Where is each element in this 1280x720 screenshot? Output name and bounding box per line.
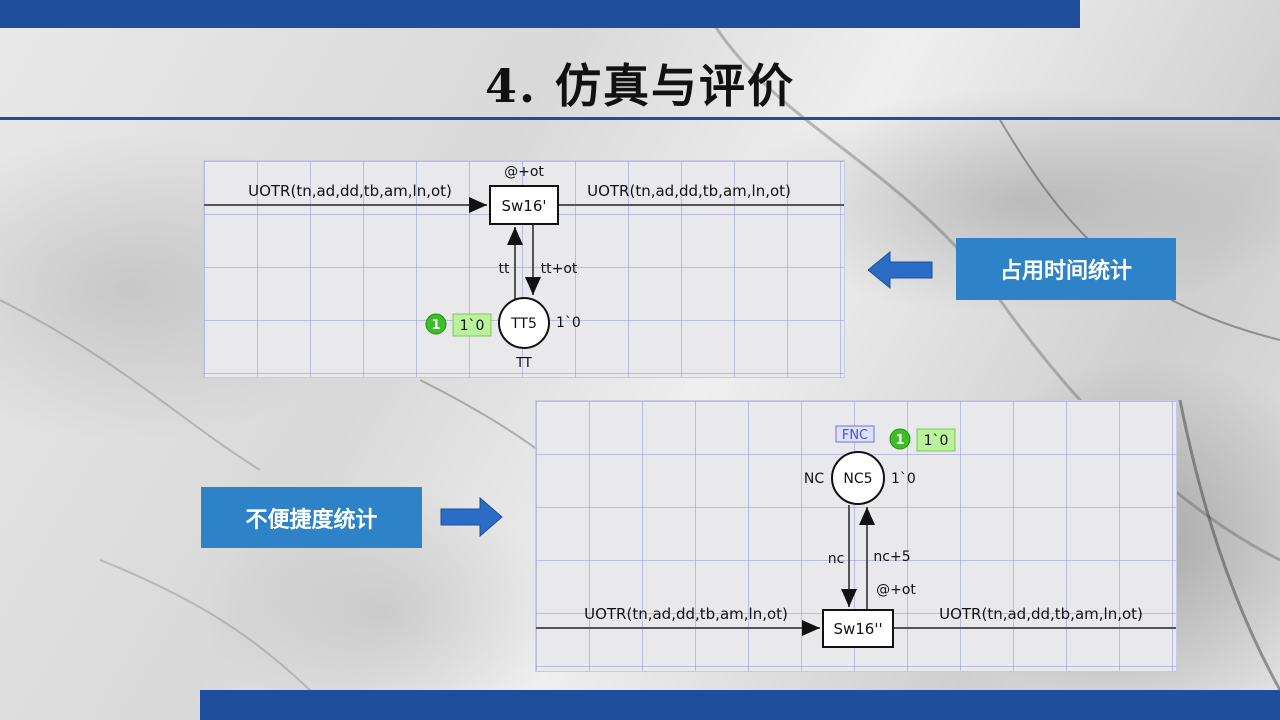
time-annotation: @+ot xyxy=(876,582,916,598)
token-value-box xyxy=(452,313,492,337)
place-type: TT xyxy=(515,356,532,371)
token-count: 1 xyxy=(431,318,440,333)
token-count-badge xyxy=(425,313,447,335)
transition-box[interactable] xyxy=(489,185,559,225)
arc-in-label: UOTR(tn,ad,dd,tb,am,ln,ot) xyxy=(248,182,452,200)
arc-out-label: UOTR(tn,ad,dd,tb,am,ln,ot) xyxy=(587,182,791,200)
place-circle[interactable] xyxy=(498,297,550,349)
arrow-left-icon xyxy=(868,250,933,290)
initial-marking: 1`0 xyxy=(556,315,581,331)
arc-in-label: UOTR(tn,ad,dd,tb,am,ln,ot) xyxy=(584,605,788,623)
petri-net-panel-inconvenience: FNC 1 1`0 NC5 NC 1`0 nc nc+5 @+ot Sw16''… xyxy=(535,400,1177,672)
title-divider xyxy=(0,117,1280,120)
occupancy-stat-label: 占用时间统计 xyxy=(956,238,1176,300)
fusion-tag-box xyxy=(835,425,875,443)
arc-out-label: UOTR(tn,ad,dd,tb,am,ln,ot) xyxy=(939,605,1143,623)
petri-net-panel-occupancy: Sw16' @+ot UOTR(tn,ad,dd,tb,am,ln,ot) UO… xyxy=(203,160,845,378)
transition-label: Sw16' xyxy=(502,197,547,215)
arc-up-label: nc+5 xyxy=(873,549,910,565)
place-circle[interactable] xyxy=(831,451,885,505)
top-accent-bar xyxy=(0,0,1080,28)
place-type: NC xyxy=(804,471,824,487)
arc-up-label: tt xyxy=(499,261,510,277)
token-count-badge xyxy=(889,428,911,450)
initial-marking: 1`0 xyxy=(891,471,916,487)
place-label: TT5 xyxy=(510,316,537,332)
arc-down-label: tt+ot xyxy=(541,261,578,277)
token-value: 1`0 xyxy=(924,433,949,449)
transition-box[interactable] xyxy=(822,609,894,648)
fusion-tag: FNC xyxy=(842,428,868,443)
arrow-right-icon xyxy=(440,496,503,538)
transition-label: Sw16'' xyxy=(833,620,882,638)
arc-down-label: nc xyxy=(828,551,845,567)
token-count: 1 xyxy=(895,433,904,448)
token-value: 1`0 xyxy=(460,318,485,334)
slide-title: 4. 仿真与评价 xyxy=(484,59,796,113)
inconvenience-stat-label: 不便捷度统计 xyxy=(201,487,422,548)
token-value-box xyxy=(916,428,956,452)
place-label: NC5 xyxy=(843,471,872,487)
time-annotation: @+ot xyxy=(504,164,544,180)
bottom-accent-bar xyxy=(200,690,1280,720)
